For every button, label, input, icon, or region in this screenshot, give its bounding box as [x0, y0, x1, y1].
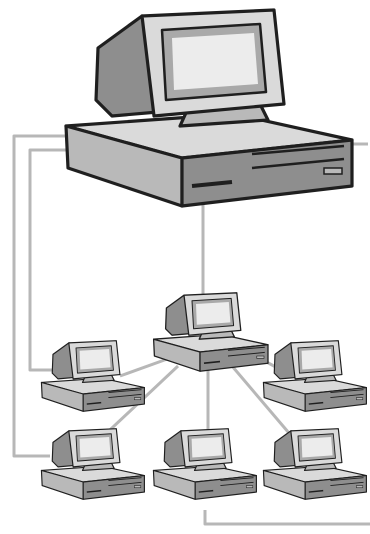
ws-5-desktop-computer-icon: [262, 428, 367, 500]
ws-3-desktop-computer-icon: [40, 428, 145, 500]
computers: [40, 8, 367, 500]
cable-to-bottom-edge: [203, 510, 370, 526]
hub-desktop-computer-icon: [152, 292, 269, 372]
ws-2-desktop-computer-icon: [262, 340, 367, 412]
cable-server-to-ws-3: [12, 134, 66, 458]
cable-server-to-ws-1: [28, 148, 66, 372]
ws-1-desktop-computer-icon: [40, 340, 145, 412]
cable-hub-to-ws-1: [119, 356, 171, 378]
server-desktop-computer-icon: [64, 8, 354, 208]
ws-4-desktop-computer-icon: [152, 428, 257, 500]
